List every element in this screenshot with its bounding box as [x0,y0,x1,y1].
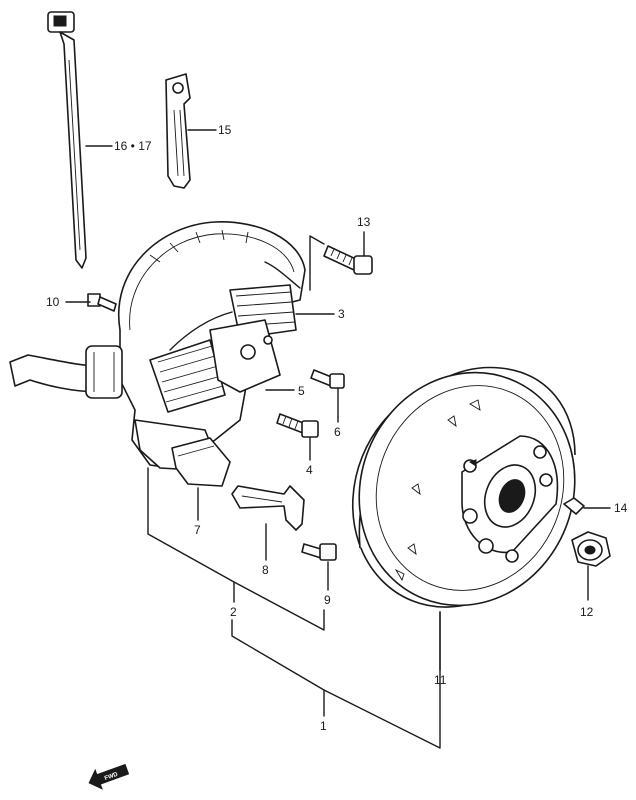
label-5: 5 [298,384,305,398]
nut-12 [571,531,611,567]
forward-arrow-icon: FWD [88,763,130,790]
label-15: 15 [218,123,232,137]
label-2: 2 [230,605,237,619]
part-labels: 16 • 17 15 13 10 3 5 6 4 7 8 9 2 1 11 12… [46,123,628,733]
screw-6 [310,369,345,389]
label-3: 3 [338,307,345,321]
label-8: 8 [262,563,269,577]
label-14: 14 [614,501,628,515]
label-16-17: 16 • 17 [114,139,152,153]
bolt-13 [323,245,373,275]
stator-assembly [9,221,306,487]
label-11: 11 [434,673,447,687]
label-12: 12 [580,605,594,619]
rotor-flywheel [351,366,576,608]
bracket-8 [231,485,305,531]
leader-lines [65,129,611,749]
label-6: 6 [334,425,341,439]
label-9: 9 [324,593,331,607]
key-14 [563,497,585,515]
screw-4 [276,413,319,438]
screw-9 [301,543,337,561]
wire-clamp [165,73,191,189]
label-7: 7 [194,523,201,537]
label-4: 4 [306,463,313,477]
bolt-10 [87,293,117,312]
cable-tie [47,11,87,269]
label-10: 10 [46,295,60,309]
label-1: 1 [320,719,327,733]
label-13: 13 [357,215,371,229]
fwd-badge: FWD [104,772,120,783]
